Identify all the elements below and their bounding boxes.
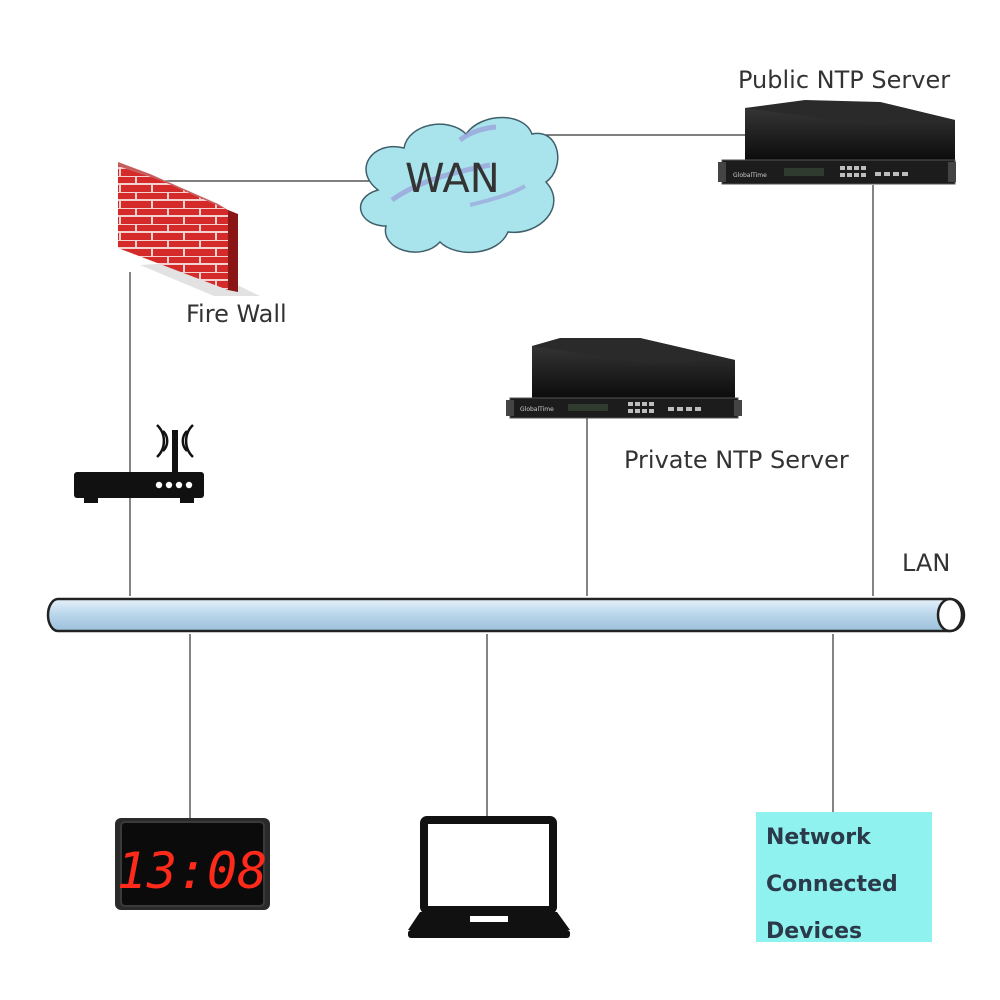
clock-digits: 13:08 [117,842,268,900]
lan-pipe [46,597,966,633]
svg-text:GlobalTime: GlobalTime [520,406,554,413]
devices-line-2: Connected [766,872,898,897]
public-ntp-server-icon: GlobalTime [718,100,956,185]
devices-line-1: Network [766,825,871,850]
devices-line-3: Devices [766,919,863,944]
cloud-icon [359,116,559,254]
private-ntp-server-label: Private NTP Server [624,446,849,474]
laptop-icon [408,816,570,938]
network-connected-devices-box: Network Connected Devices [756,812,932,944]
digital-clock-icon: 13:08 [115,818,270,910]
brick-wall-icon [118,162,260,296]
private-ntp-server-icon: GlobalTime [506,338,742,419]
wifi-router-icon [74,424,204,503]
lan-label: LAN [902,549,951,577]
firewall-label: Fire Wall [186,300,287,328]
public-ntp-server-label: Public NTP Server [738,66,951,94]
wan-label: WAN [405,156,500,202]
connection-lines [129,134,874,818]
svg-text:GlobalTime: GlobalTime [733,172,767,179]
